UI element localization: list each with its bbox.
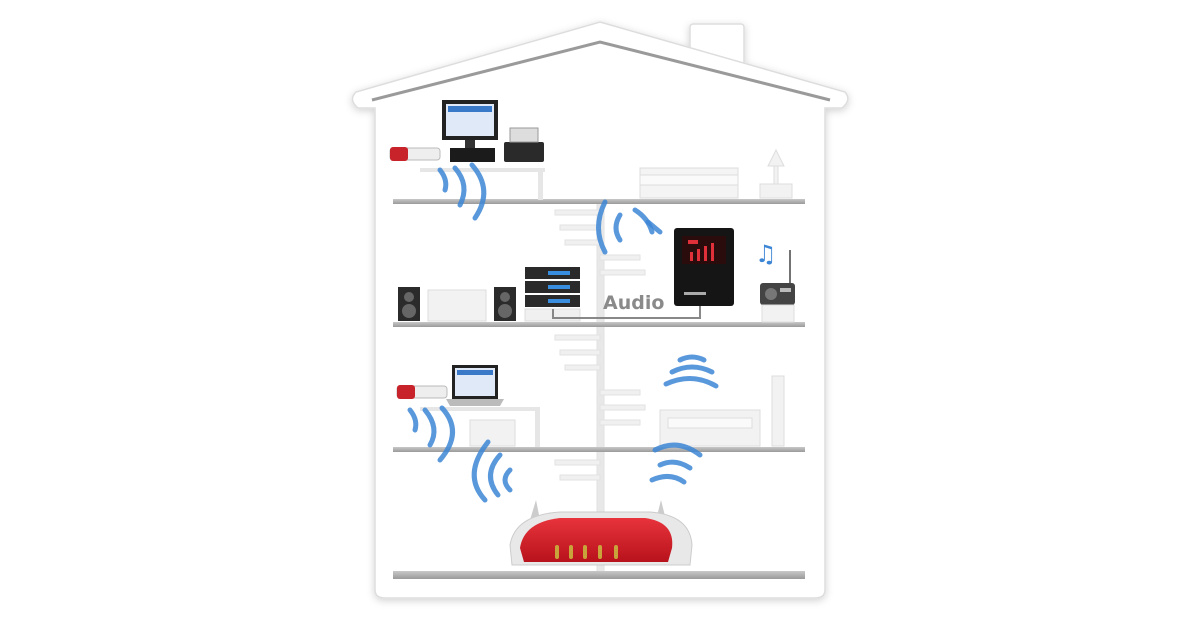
floors (393, 199, 805, 579)
roof-line (371, 40, 831, 102)
wifi-wave-repeater (596, 199, 663, 255)
fritz-repeater (674, 228, 734, 306)
wlan-stick-third (396, 385, 448, 399)
music-notes-icon: ♫ (755, 240, 777, 268)
laptop (420, 365, 540, 447)
wifi-wave-middle (663, 354, 719, 389)
floor-third (393, 447, 805, 452)
speaker-left (398, 287, 420, 321)
armchair (427, 289, 487, 322)
fritzbox-router (509, 500, 693, 566)
stool (469, 419, 516, 447)
floor-top (393, 199, 805, 204)
floor-lamp (771, 375, 785, 447)
audio-label: Audio (603, 292, 664, 314)
wifi-wave-router-left (471, 439, 513, 503)
bed (639, 167, 739, 199)
speaker-right (494, 287, 516, 321)
wifi-signals (407, 162, 719, 503)
wlan-stick-top (389, 147, 441, 161)
radio (760, 250, 795, 323)
printer (504, 127, 544, 162)
desktop-computer (420, 100, 545, 200)
wifi-wave-router-right (649, 442, 703, 485)
wifi-wave-top-left (437, 162, 487, 221)
svg-text:♫: ♫ (755, 240, 777, 268)
audio-cable (552, 305, 701, 319)
sofa (659, 409, 761, 447)
floor-second (393, 322, 805, 327)
lamp (759, 148, 793, 199)
wifi-wave-third-left (407, 405, 455, 463)
floor-ground (393, 571, 805, 579)
